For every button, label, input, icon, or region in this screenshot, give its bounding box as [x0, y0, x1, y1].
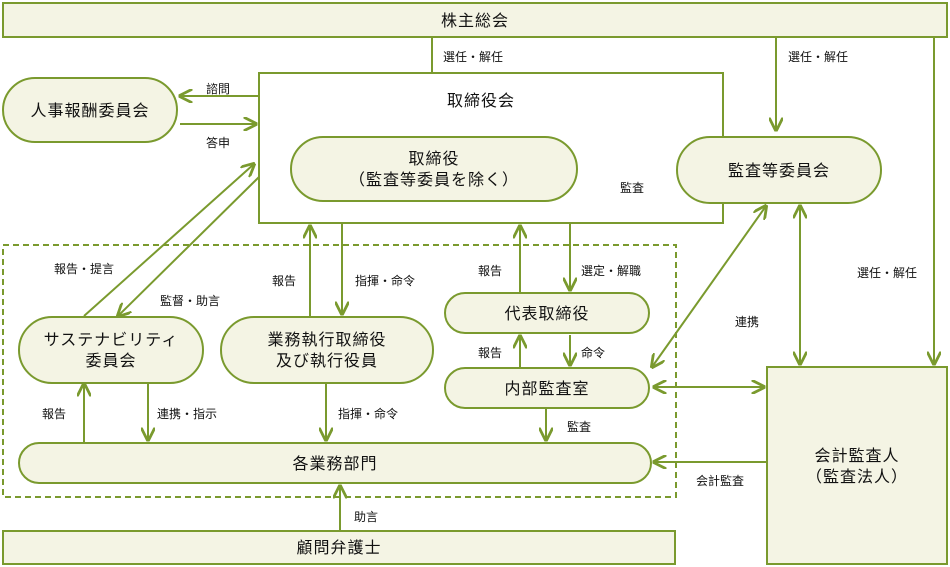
label-instruct-exec: 指揮・命令 — [355, 274, 416, 288]
label-elect-auditor: 選任・解任 — [857, 266, 918, 280]
label-report-sust: 報告 — [42, 407, 67, 421]
label-supervise-advise: 監督・助言 — [160, 294, 221, 308]
label-report-internal: 報告 — [478, 346, 503, 360]
arrow-report-proposal — [83, 164, 254, 317]
accounting-auditor-box: 会計監査人 （監査法人） — [766, 366, 948, 565]
label-cooperate-sust: 連携・指示 — [157, 407, 218, 421]
executives-box: 業務執行取締役 及び執行役員 — [220, 316, 434, 384]
departments-box: 各業務部門 — [18, 442, 652, 484]
label-inquiry: 諮問 — [206, 82, 231, 96]
label-elect-board: 選任・解任 — [443, 50, 504, 64]
internal-audit-box: 内部監査室 — [444, 367, 650, 409]
directors-box: 取締役 （監査等委員を除く） — [290, 136, 578, 202]
label-report-rep: 報告 — [478, 264, 503, 278]
audit-committee-box: 監査等委員会 — [676, 136, 882, 204]
compensation-committee-box: 人事報酬委員会 — [2, 77, 178, 143]
legal-advisor-box: 顧問弁護士 — [2, 530, 676, 565]
board-title: 取締役会 — [447, 91, 516, 110]
arrow-cooperate-audit — [652, 206, 766, 367]
label-cooperate-audit: 連携 — [735, 315, 760, 329]
label-report-exec: 報告 — [272, 274, 297, 288]
arrow-supervise — [118, 175, 261, 316]
label-accounting-audit: 会計監査 — [696, 474, 745, 488]
label-elect-audit-committee: 選任・解任 — [788, 50, 849, 64]
label-advice: 助言 — [354, 510, 379, 524]
label-appoint-rep: 選定・解職 — [581, 264, 642, 278]
label-audit-dept: 監査 — [567, 420, 592, 434]
label-order-internal: 命令 — [581, 346, 606, 360]
shareholders-meeting-box: 株主総会 — [2, 2, 948, 38]
label-audit-directors: 監査 — [620, 181, 645, 195]
label-answer: 答申 — [206, 136, 231, 150]
label-instruct-dept: 指揮・命令 — [338, 407, 399, 421]
representative-director-box: 代表取締役 — [444, 292, 650, 334]
label-report-proposal: 報告・提言 — [54, 262, 115, 276]
sustainability-committee-box: サステナビリティ 委員会 — [18, 316, 204, 384]
